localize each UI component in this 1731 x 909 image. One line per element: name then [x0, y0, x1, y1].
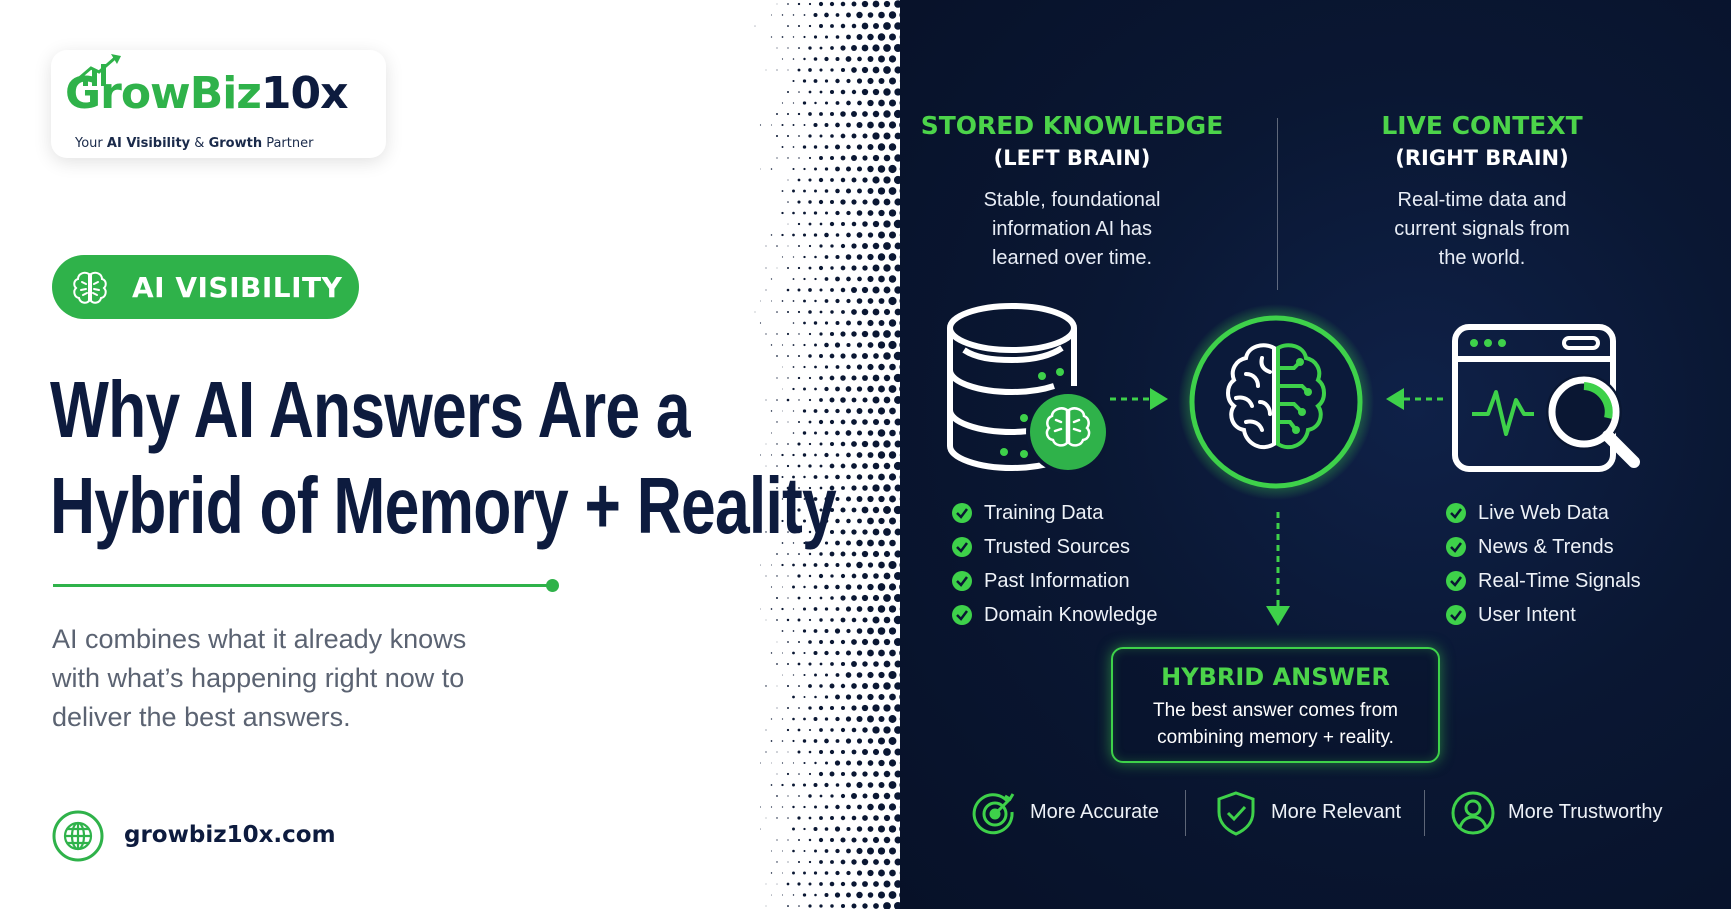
list-item-label: Real-Time Signals: [1478, 570, 1641, 592]
lead-paragraph: AI combines what it already knows with w…: [52, 624, 467, 732]
list-item-label: News & Trends: [1478, 536, 1614, 558]
accent-rule: [53, 584, 553, 587]
tagline-prefix: Your: [75, 136, 107, 151]
check-circle-icon: [952, 605, 972, 625]
globe-icon: [52, 810, 104, 862]
list-item: News & Trends: [1446, 530, 1641, 564]
benefit-divider: [1424, 790, 1425, 836]
list-item-label: Trusted Sources: [984, 536, 1130, 558]
target-icon: [972, 793, 1015, 835]
check-circle-icon: [1446, 571, 1466, 591]
benefit-label: More Relevant: [1271, 801, 1402, 823]
check-circle-icon: [952, 503, 972, 523]
headline-line-2: Hybrid of Memory + Reality: [50, 461, 837, 550]
live-context-description: Real-time data and current signals from …: [1394, 189, 1570, 269]
list-item-label: User Intent: [1478, 604, 1576, 626]
stored-knowledge-subtitle: (LEFT BRAIN): [993, 146, 1151, 170]
live-context-title: LIVE CONTEXT: [1381, 111, 1583, 140]
check-circle-icon: [1446, 605, 1466, 625]
list-item: Domain Knowledge: [952, 598, 1157, 632]
hybrid-answer-title: HYBRID ANSWER: [1161, 663, 1390, 691]
list-item: Real-Time Signals: [1446, 564, 1641, 598]
badge-label: AI VISIBILITY: [132, 271, 343, 304]
check-circle-icon: [952, 537, 972, 557]
arrow-right-to-center: [1386, 388, 1444, 410]
logo-wordmark-main: GrowBiz: [65, 68, 262, 119]
list-item-label: Domain Knowledge: [984, 604, 1158, 626]
headline: Why AI Answers Are a Hybrid of Memory + …: [50, 362, 837, 554]
logo-tagline: Your AI Visibility & Growth Partner: [75, 136, 313, 151]
list-item: User Intent: [1446, 598, 1641, 632]
check-circle-icon: [1446, 537, 1466, 557]
growth-arrow-icon: [76, 54, 121, 86]
list-item: Trusted Sources: [952, 530, 1157, 564]
list-item-label: Training Data: [984, 502, 1104, 524]
hybrid-answer-box: HYBRID ANSWER The best answer comes from…: [1111, 647, 1440, 763]
logo-card: GrowBiz10x Your AI Visibility & Growth P…: [51, 50, 386, 158]
check-circle-icon: [952, 571, 972, 591]
list-item-label: Past Information: [984, 570, 1130, 592]
arrow-center-to-hybrid: [1266, 512, 1290, 626]
browser-search-icon: [1452, 324, 1640, 472]
benefit-label: More Trustworthy: [1508, 801, 1663, 823]
database-brain-icon: [947, 303, 1110, 474]
live-context-header: LIVE CONTEXT (RIGHT BRAIN) Real-time dat…: [1322, 111, 1642, 273]
live-context-subtitle: (RIGHT BRAIN): [1395, 146, 1569, 170]
website-url[interactable]: growbiz10x.com: [124, 822, 336, 848]
tagline-bold-1: AI Visibility: [106, 136, 191, 151]
stored-knowledge-list: Training Data Trusted Sources Past Infor…: [952, 496, 1157, 632]
arrow-left-to-center: [1110, 388, 1168, 410]
check-circle-icon: [1446, 503, 1466, 523]
headline-line-1: Why AI Answers Are a: [50, 365, 691, 454]
hybrid-answer-description: The best answer comes from combining mem…: [1153, 700, 1398, 748]
shield-check-icon: [1217, 791, 1255, 836]
list-item: Past Information: [952, 564, 1157, 598]
benefit-divider: [1185, 790, 1186, 836]
brain-circuit-icon: [1178, 304, 1374, 500]
tagline-mid: &: [190, 136, 209, 151]
stored-knowledge-title: STORED KNOWLEDGE: [920, 111, 1224, 140]
accent-rule-dot: [546, 579, 559, 592]
stored-knowledge-header: STORED KNOWLEDGE (LEFT BRAIN) Stable, fo…: [912, 111, 1232, 273]
tagline-suffix: Partner: [262, 136, 314, 151]
list-item-label: Live Web Data: [1478, 502, 1609, 524]
brain-icon: [73, 271, 107, 304]
logo-wordmark: GrowBiz10x: [65, 68, 349, 119]
halftone-transition: [754, 0, 920, 909]
tagline-bold-2: Growth: [208, 136, 263, 151]
list-item: Live Web Data: [1446, 496, 1641, 530]
ai-visibility-badge: AI VISIBILITY: [52, 255, 359, 319]
live-context-list: Live Web Data News & Trends Real-Time Si…: [1446, 496, 1641, 632]
column-divider: [1277, 118, 1278, 290]
benefit-label: More Accurate: [1030, 801, 1159, 823]
logo-wordmark-suffix: 10x: [260, 68, 349, 119]
user-icon: [1451, 791, 1495, 835]
list-item: Training Data: [952, 496, 1157, 530]
stored-knowledge-description: Stable, foundational information AI has …: [983, 189, 1161, 269]
